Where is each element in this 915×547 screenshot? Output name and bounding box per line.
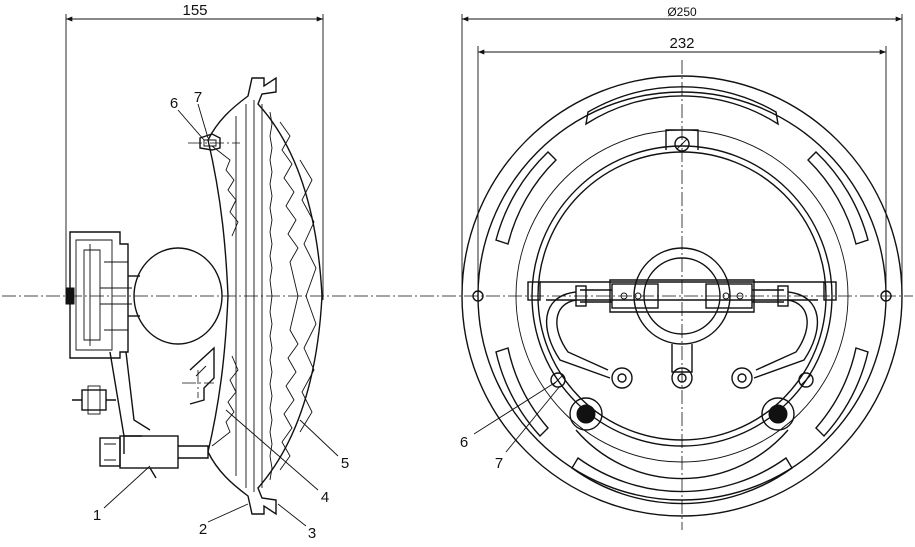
lens-lines bbox=[261, 104, 317, 488]
top-screw bbox=[665, 129, 699, 152]
outer-rings bbox=[461, 75, 903, 517]
lower-clip bbox=[189, 346, 215, 405]
segmented-ring bbox=[495, 86, 869, 505]
mounting-hole-left bbox=[472, 290, 484, 302]
dimension-155: 155 bbox=[65, 2, 324, 300]
callout-2: 2 bbox=[199, 521, 207, 538]
side-callouts: 1 2 3 4 5 6 7 bbox=[93, 89, 349, 542]
adjusting-screw bbox=[99, 435, 209, 479]
wires bbox=[545, 291, 819, 379]
callout-5: 5 bbox=[341, 455, 349, 472]
callout-6: 6 bbox=[170, 95, 178, 112]
side-view: 155 bbox=[65, 2, 349, 542]
bracket-arm bbox=[72, 351, 151, 454]
callout-7: 7 bbox=[194, 89, 202, 106]
mounting-hole-right bbox=[880, 290, 892, 302]
lower-arc bbox=[575, 429, 789, 480]
dimension-label-232: 232 bbox=[669, 35, 694, 52]
mounting-flange bbox=[65, 231, 129, 359]
dimension-label-diameter: Ø250 bbox=[667, 5, 697, 19]
dimension-label-155: 155 bbox=[182, 2, 207, 19]
front-view: Ø250 232 bbox=[460, 5, 903, 517]
front-callout-7: 7 bbox=[495, 455, 503, 472]
callout-3: 3 bbox=[308, 525, 316, 542]
front-callout-6: 6 bbox=[460, 434, 468, 451]
lamp-bulb bbox=[100, 247, 223, 345]
bulb-holder bbox=[575, 247, 789, 345]
inner-plate bbox=[527, 281, 837, 301]
terminals bbox=[550, 367, 814, 431]
front-callouts: 6 7 bbox=[460, 381, 561, 472]
dimension-diameter: Ø250 bbox=[461, 5, 903, 300]
reflector-body bbox=[207, 76, 323, 516]
callout-4: 4 bbox=[321, 489, 329, 506]
center-lines bbox=[2, 60, 913, 530]
dimension-232: 232 bbox=[477, 35, 887, 300]
mounting-holes bbox=[472, 290, 892, 302]
callout-1: 1 bbox=[93, 507, 101, 524]
top-clip bbox=[199, 133, 221, 151]
